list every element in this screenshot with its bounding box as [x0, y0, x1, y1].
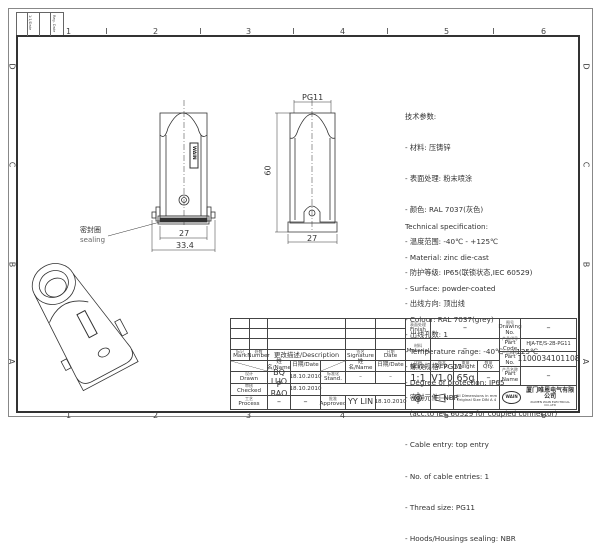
drawing-inner-border	[16, 35, 580, 413]
corner-tab-label-1: 1:1/Date	[28, 15, 32, 31]
spec-cn-title: 技术参数:	[405, 111, 437, 121]
zone-col-3: 3	[246, 27, 252, 36]
zone-tick	[293, 28, 294, 34]
material-value: –	[430, 338, 500, 361]
scale-value: 1:1	[405, 371, 431, 386]
front-logo: WAIN	[191, 146, 196, 160]
spec-cn-item: - 表面处理: 粉末喷涂	[405, 174, 473, 184]
zone-col-4-bottom: 4	[340, 411, 346, 420]
zone-col-1-bottom: 1	[66, 411, 72, 420]
company-block: WAIN 厦门唯恩电气有限公司 XIAMEN WAIN ELECTRICAL C…	[499, 385, 577, 410]
part-code-value: HJA-TE/S-2B-PG11	[520, 338, 577, 352]
zone-col-1: 1	[66, 27, 72, 36]
zone-col-4: 4	[340, 27, 346, 36]
dim-front-27: 27	[179, 229, 190, 238]
spec-cn-item: - 材料: 压铸锌	[405, 143, 451, 153]
crosshair-circle-icon	[411, 391, 425, 404]
spec-en-title: Technical specification:	[405, 221, 489, 231]
drawing-outer-border	[8, 8, 593, 417]
zone-col-6: 6	[541, 27, 547, 36]
side-view	[275, 100, 338, 244]
spec-en-item: - Degree of protection: IP65	[405, 377, 505, 387]
spec-cn-item: - 螺纹规格: PG11	[405, 361, 463, 371]
dim-side-pg11: PG11	[302, 93, 324, 102]
front-view	[107, 100, 216, 252]
zone-col-3-bottom: 3	[246, 411, 252, 420]
spec-cn-item: - 温度范围: -40℃ - +125℃	[405, 236, 499, 246]
drawing-no-value: –	[520, 318, 577, 339]
isometric-view	[31, 263, 139, 392]
company-name-cn: 厦门唯恩电气有限公司	[526, 387, 575, 401]
zone-tick	[106, 28, 107, 34]
part-no-value: 1100034101108	[517, 351, 580, 367]
zone-tick	[493, 28, 494, 34]
zone-tick	[387, 28, 388, 34]
spec-en-item: - Cable entry: top entry	[405, 440, 489, 450]
zone-tick	[200, 28, 201, 34]
company-name-en: XIAMEN WAIN ELECTRICAL CO.,LTD	[530, 399, 571, 407]
cone-projection-icon	[433, 393, 451, 402]
projection-symbol-2	[430, 385, 454, 410]
dim-side-60: 60	[263, 165, 273, 176]
approved-date: 18.10.2010	[374, 395, 407, 410]
spec-en-item: - Surface: powder-coated	[405, 284, 496, 294]
spec-en-item: - Material: zinc die-cast	[405, 253, 489, 263]
spec-cn-item: - 防护等级: IP65(联锁状态,IEC 60529)	[405, 267, 533, 277]
dim-side-27: 27	[307, 234, 318, 243]
qty-value: –	[477, 371, 500, 386]
callout-sealing-en: sealing	[80, 236, 106, 244]
spec-en-item: (acc.to IEC 60529 for coupled connector)	[405, 409, 558, 419]
spec-en-item: - Hoods/Housings sealing: NBR	[405, 534, 516, 543]
process-name: –	[267, 395, 291, 410]
corner-tab-label-2: Reg. Date	[52, 15, 56, 33]
spec-cn-item: - 出线方向: 顶出线	[405, 299, 465, 309]
callout-sealing-cn: 密封圈	[80, 226, 101, 234]
part-name-value: –	[520, 366, 577, 386]
weight-value: 65g	[453, 371, 478, 386]
technical-drawing	[31, 100, 338, 392]
zone-col-5: 5	[444, 27, 450, 36]
spec-cn-item: - 出线孔数: 1	[405, 330, 448, 340]
zone-col-2: 2	[153, 27, 159, 36]
process-date: –	[290, 395, 321, 410]
rev-value: V1.0	[430, 371, 454, 386]
projection-symbol-1	[405, 385, 431, 410]
zone-col-5-bottom: 5	[444, 411, 450, 420]
zone-col-6-bottom: 6	[541, 411, 547, 420]
company-logo-icon: WAIN	[502, 391, 522, 404]
spec-en-item: - Thread size: PG11	[405, 502, 475, 512]
finish-value: –	[430, 318, 500, 339]
dim-front-33-4: 33.4	[176, 241, 194, 250]
spec-cn-item: - 颜色: RAL 7037(灰色)	[405, 205, 484, 215]
spec-en-item: - Colour: RAL 7037(grey)	[405, 315, 494, 325]
revision-corner-tab: 1:1/Date Reg. Date	[16, 12, 64, 36]
zone-col-2-bottom: 2	[153, 411, 159, 420]
spec-en-item: - No. of cable entries: 1	[405, 471, 490, 481]
approved-name: YY LIN	[345, 395, 376, 410]
